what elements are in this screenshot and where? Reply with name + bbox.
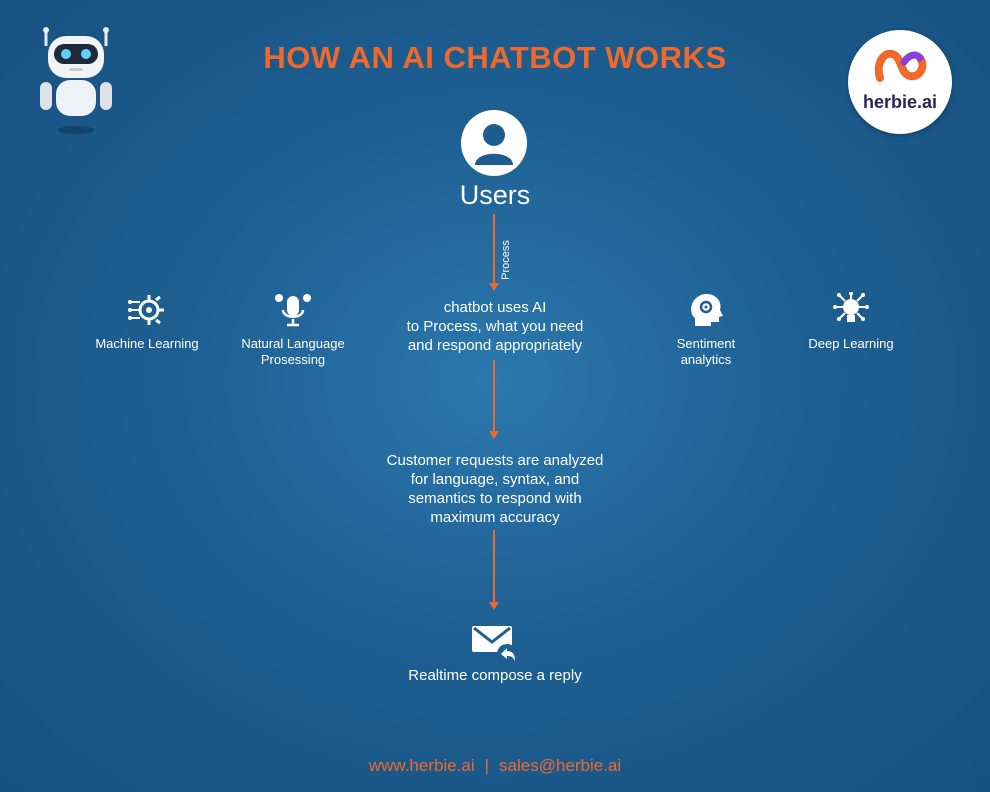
feature-label: Natural Language xyxy=(241,336,345,351)
feature-label: analytics xyxy=(680,352,732,367)
step-1-line: and respond appropriately xyxy=(407,337,583,354)
arrow-head xyxy=(489,283,499,291)
feature-label: Prosessing xyxy=(260,352,326,367)
arrow-head xyxy=(489,431,499,439)
footer-separator: | xyxy=(484,756,490,775)
step-1-line: to Process, what you need xyxy=(406,318,584,335)
website-link[interactable]: www.herbie.ai xyxy=(368,756,475,775)
step-3-text: Realtime compose a reply xyxy=(345,666,645,685)
user-avatar-icon xyxy=(461,110,527,176)
feature-machine-learning: Machine Learning xyxy=(82,292,212,352)
step-2-line: semantics to respond with xyxy=(408,490,582,507)
arrow-line xyxy=(493,214,495,284)
infinity-logo-icon xyxy=(874,49,927,82)
robot-mascot-icon xyxy=(36,26,116,138)
herbie-logo: herbie.ai xyxy=(848,30,952,134)
step-1-line: chatbot uses AI xyxy=(443,299,547,316)
feature-deep-learning: Deep Learning xyxy=(786,292,916,352)
page-title: HOW AN AI CHATBOT WORKS xyxy=(263,40,727,75)
step-3-line: Realtime compose a reply xyxy=(408,667,582,684)
head-brain-icon xyxy=(691,294,723,326)
step-1-text: chatbot uses AI to Process, what you nee… xyxy=(345,298,645,355)
footer: www.herbie.ai | sales@herbie.ai xyxy=(0,756,990,776)
gear-chip-icon xyxy=(128,295,164,325)
logo-text: herbie.ai xyxy=(862,92,938,112)
arrow-line xyxy=(493,360,495,432)
process-label: Process xyxy=(500,240,512,280)
users-label: Users xyxy=(459,180,531,210)
feature-natural-language-processing: Natural Language Prosessing xyxy=(228,292,358,368)
lightbulb-network-icon xyxy=(833,292,869,322)
feature-label: Deep Learning xyxy=(808,336,894,351)
step-2-line: Customer requests are analyzed xyxy=(386,452,604,469)
arrow-head xyxy=(489,602,499,610)
step-2-text: Customer requests are analyzed for langu… xyxy=(345,451,645,527)
step-2-line: for language, syntax, and xyxy=(410,471,580,488)
feature-label: Sentiment xyxy=(676,336,736,351)
microphone-icon xyxy=(275,294,311,327)
step-2-line: maximum accuracy xyxy=(430,509,560,526)
email-link[interactable]: sales@herbie.ai xyxy=(499,756,622,775)
mail-reply-icon xyxy=(471,624,519,666)
feature-sentiment-analytics: Sentiment analytics xyxy=(641,292,771,368)
arrow-line xyxy=(493,530,495,603)
feature-label: Machine Learning xyxy=(95,336,199,351)
